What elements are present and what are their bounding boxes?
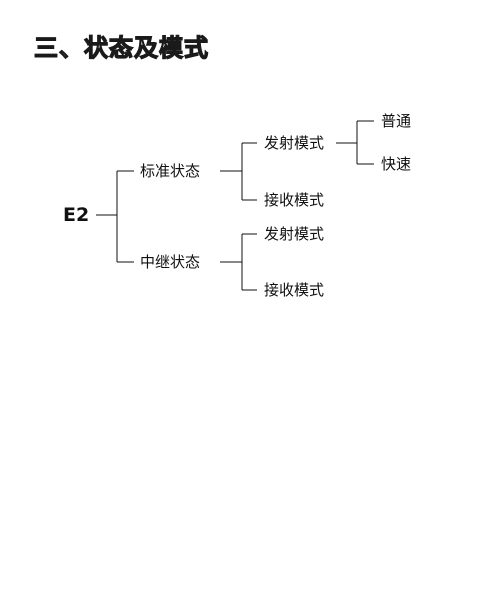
node-transmit-fast: 快速	[381, 154, 411, 174]
node-relay-receive-mode: 接收模式	[264, 280, 324, 300]
node-relay-state: 中继状态	[140, 252, 200, 272]
node-relay-transmit-mode: 发射模式	[264, 224, 324, 244]
node-standard-transmit-mode: 发射模式	[264, 133, 324, 153]
node-standard-receive-mode: 接收模式	[264, 190, 324, 210]
tree-root-e2: E2	[63, 203, 89, 227]
node-transmit-normal: 普通	[381, 111, 411, 131]
node-standard-state: 标准状态	[140, 161, 200, 181]
